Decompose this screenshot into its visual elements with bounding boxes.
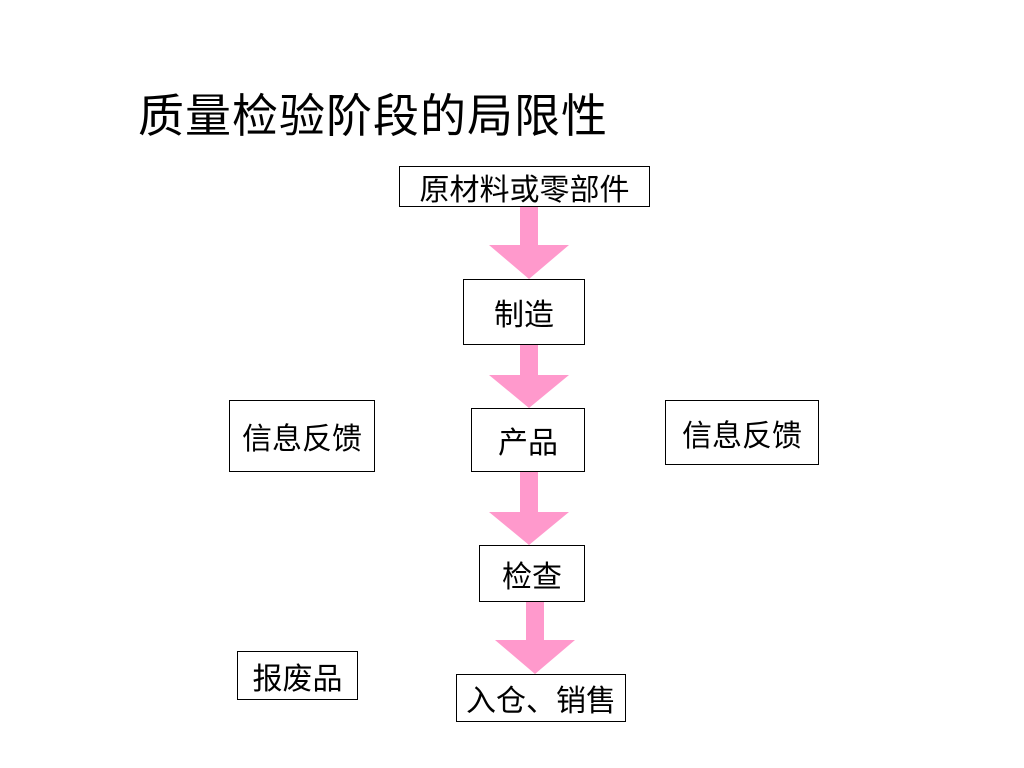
arrow-raw-to-make (489, 207, 569, 279)
arrow-inspect-to-store (495, 602, 575, 674)
arrow-make-to-product (489, 345, 569, 408)
box-inspection: 检查 (479, 545, 585, 602)
box-product: 产品 (471, 408, 585, 472)
box-scrap: 报废品 (237, 651, 358, 700)
box-raw-materials: 原材料或零部件 (399, 166, 650, 208)
box-feedback-left: 信息反馈 (229, 400, 375, 472)
box-manufacturing: 制造 (463, 279, 585, 345)
slide-title: 质量检验阶段的局限性 (138, 89, 608, 143)
box-store-sell: 入仓、销售 (456, 674, 626, 722)
box-feedback-right: 信息反馈 (665, 400, 819, 465)
arrow-product-to-inspect (489, 472, 569, 545)
